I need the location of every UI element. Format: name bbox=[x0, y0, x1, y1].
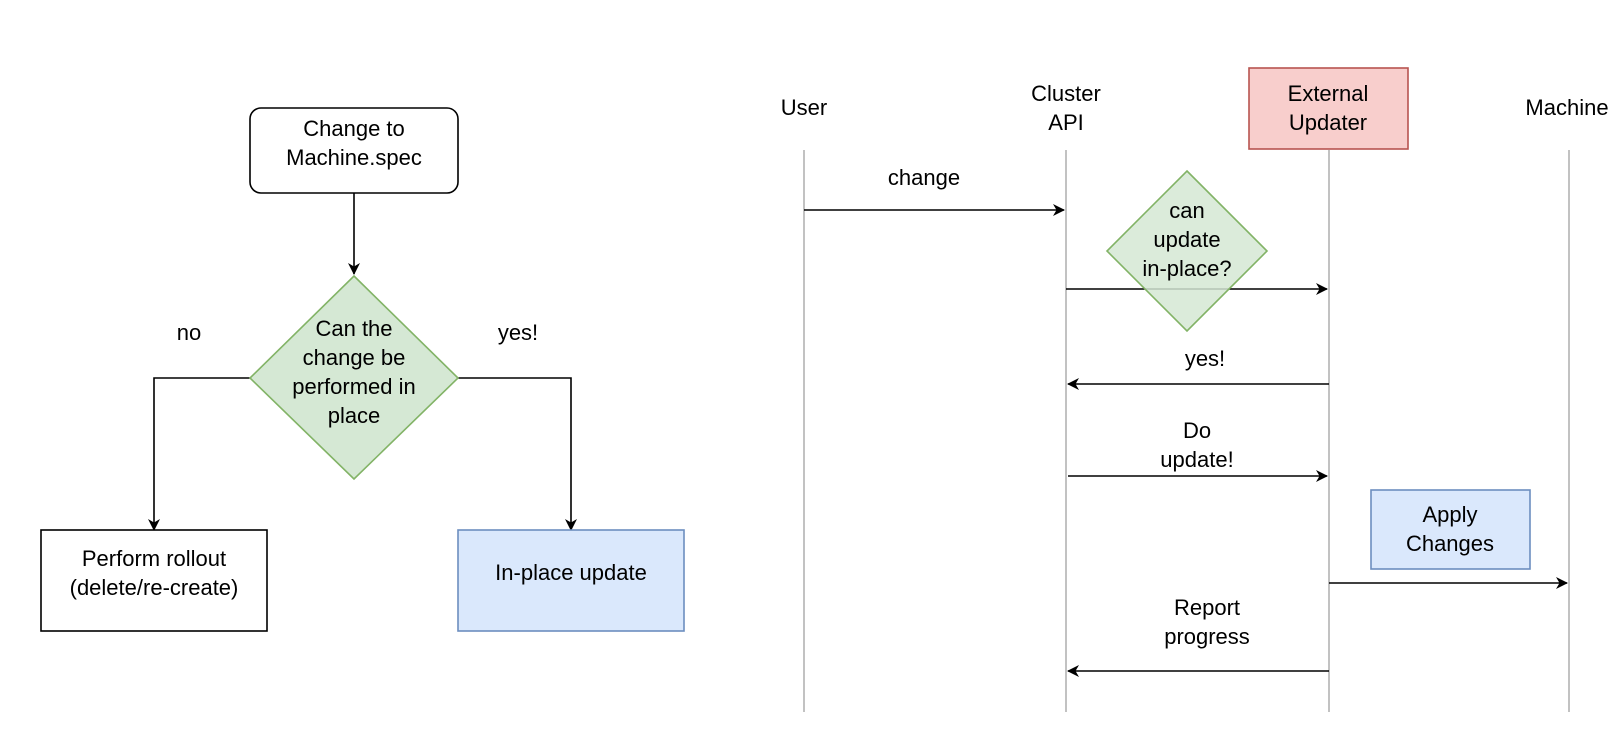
message-can-update-label: can update in-place? bbox=[1142, 198, 1231, 281]
text-line: Do bbox=[1183, 418, 1211, 443]
message-change-label: change bbox=[888, 165, 960, 190]
message-do-update-label: Do update! bbox=[1160, 418, 1233, 472]
no-label: no bbox=[177, 320, 201, 345]
actor-external-updater-box[interactable] bbox=[1248, 67, 1409, 150]
inplace-node-label: In-place update bbox=[495, 560, 647, 585]
text-line: Updater bbox=[1289, 110, 1367, 135]
start-node-label: Change to Machine.spec bbox=[286, 116, 422, 170]
flowchart: Change to Machine.spec Can the change be pe… bbox=[40, 107, 685, 632]
text-line: In-place update bbox=[495, 560, 647, 585]
text-line: User bbox=[781, 95, 827, 120]
decision-node[interactable] bbox=[248, 274, 460, 481]
message-yes-label: yes! bbox=[1185, 346, 1225, 371]
edge-decision-yes bbox=[458, 377, 577, 531]
text-line: Can the bbox=[315, 316, 392, 341]
text-line: place bbox=[328, 403, 381, 428]
actor-user: User bbox=[781, 95, 827, 120]
text-line: progress bbox=[1164, 624, 1250, 649]
rollout-node[interactable] bbox=[40, 529, 268, 632]
text-line: performed in bbox=[292, 374, 416, 399]
text-line: Changes bbox=[1406, 531, 1494, 556]
inplace-node[interactable] bbox=[457, 529, 685, 632]
text-line: in-place? bbox=[1142, 256, 1231, 281]
apply-changes-box[interactable] bbox=[1370, 489, 1531, 570]
text-line: change be bbox=[303, 345, 406, 370]
edge-decision-no bbox=[148, 377, 250, 531]
message-report-label: Report progress bbox=[1164, 595, 1250, 649]
text-line: Cluster bbox=[1031, 81, 1101, 106]
actor-machine: Machine bbox=[1525, 95, 1608, 120]
text-line: update bbox=[1153, 227, 1220, 252]
text-line: update! bbox=[1160, 447, 1233, 472]
rollout-node-label: Perform rollout (delete/re-create) bbox=[70, 546, 239, 600]
text-line: Report bbox=[1174, 595, 1240, 620]
text-line: change bbox=[888, 165, 960, 190]
start-node[interactable] bbox=[249, 107, 459, 194]
yes-label: yes! bbox=[498, 320, 538, 345]
can-update-diamond[interactable] bbox=[1105, 169, 1269, 333]
text-line: Perform rollout bbox=[82, 546, 226, 571]
text-line: External bbox=[1288, 81, 1369, 106]
text-line: can bbox=[1169, 198, 1204, 223]
text-line: (delete/re-create) bbox=[70, 575, 239, 600]
text-line: API bbox=[1048, 110, 1083, 135]
text-line: Machine.spec bbox=[286, 145, 422, 170]
decision-node-label: Can the change be performed in place bbox=[292, 316, 416, 428]
text-line: Machine bbox=[1525, 95, 1608, 120]
text-line: Change to bbox=[303, 116, 405, 141]
text-line: Apply bbox=[1422, 502, 1477, 527]
text-line: yes! bbox=[1185, 346, 1225, 371]
